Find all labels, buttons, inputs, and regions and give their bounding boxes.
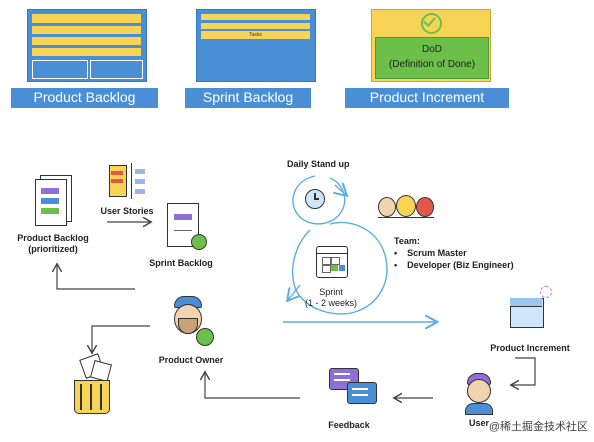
user-stories-icon xyxy=(109,163,147,201)
sprint-duration-label: (1 - 2 weeks) xyxy=(304,298,357,308)
check-badge-icon xyxy=(191,234,207,250)
team-title: Team: xyxy=(394,236,420,246)
chat-bubbles-icon xyxy=(327,368,383,412)
sprint-backlog-label: Sprint Backlog xyxy=(185,88,311,108)
calendar-icon xyxy=(316,246,348,278)
product-increment-flow-label: Product Increment xyxy=(490,343,570,353)
team-member-1: • Scrum Master xyxy=(394,248,467,258)
document-stack-icon xyxy=(32,175,72,227)
dod-title: DoD xyxy=(421,44,442,55)
sprint-backlog-board: Tasks xyxy=(196,9,316,82)
product-backlog-prioritized-title: Product Backlog xyxy=(17,233,89,243)
badge-icon xyxy=(196,328,214,346)
sprint-backlog-doc-icon xyxy=(167,203,211,253)
trash-basket-icon xyxy=(68,353,116,416)
team-member-2: • Developer (Biz Engineer) xyxy=(394,260,514,270)
dod-subtitle: (Definition of Done) xyxy=(388,59,476,70)
product-owner-label: Product Owner xyxy=(158,355,224,365)
team-people-icon xyxy=(376,193,438,227)
watermark-text: @稀土掘金技术社区 xyxy=(488,421,588,433)
sprint-backlog-flow-label: Sprint Backlog xyxy=(149,258,213,268)
sprint-label: Sprint xyxy=(319,287,343,297)
sprint-backlog-tasks-label: Tasks xyxy=(201,31,310,39)
product-owner-avatar xyxy=(166,296,216,348)
team-member-2-text: Developer (Biz Engineer) xyxy=(407,260,514,270)
product-backlog-board xyxy=(27,9,147,82)
daily-standup-label: Daily Stand up xyxy=(287,159,350,169)
product-increment-board: DoD (Definition of Done) xyxy=(371,9,491,82)
user-label: User xyxy=(468,418,489,428)
product-backlog-label: Product Backlog xyxy=(11,88,158,108)
package-box-icon xyxy=(504,286,554,332)
dod-box: DoD (Definition of Done) xyxy=(375,37,489,79)
team-member-1-text: Scrum Master xyxy=(407,248,467,258)
feedback-label: Feedback xyxy=(328,420,370,430)
product-increment-label: Product Increment xyxy=(345,88,509,108)
user-avatar xyxy=(463,373,495,415)
product-backlog-prioritized-subtitle: (prioritized) xyxy=(28,244,78,254)
check-circle-icon xyxy=(421,13,442,34)
clock-icon xyxy=(305,189,325,209)
user-stories-label: User Stories xyxy=(100,206,154,216)
